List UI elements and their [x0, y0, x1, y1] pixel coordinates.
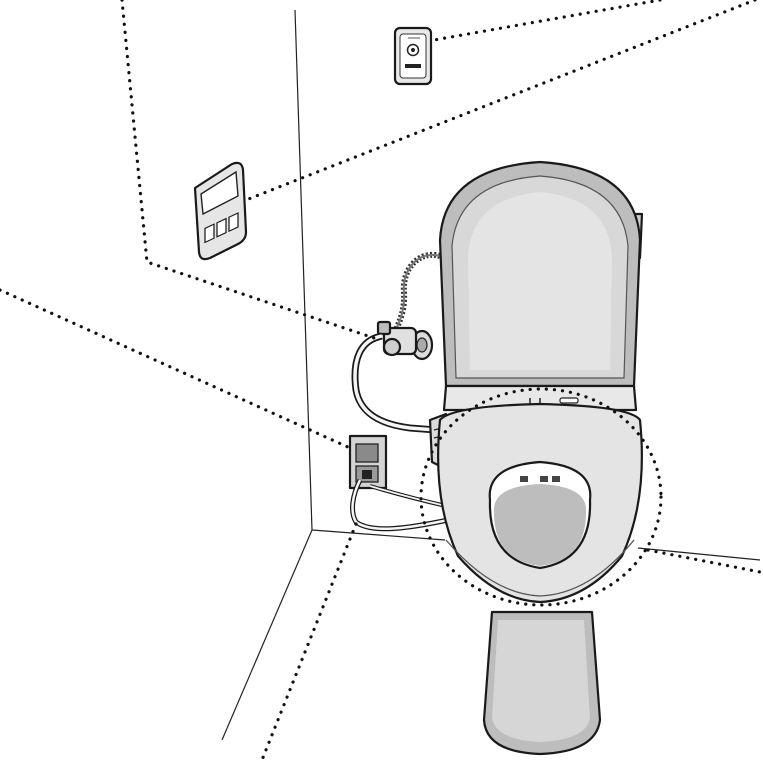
wall-corner-line	[294, 9, 313, 531]
plug-icon	[362, 470, 372, 479]
remote-control	[393, 26, 433, 86]
floor-wall-line	[311, 529, 446, 541]
indicator-icon	[559, 397, 579, 404]
floor-corner-line	[221, 529, 313, 741]
floor-wall-line-right	[637, 547, 761, 561]
callout-to-remote	[432, 0, 662, 42]
callout-to-outlet	[0, 288, 352, 450]
seat-highlight-circle	[419, 387, 663, 607]
room-outline	[221, 9, 761, 741]
panel-display	[200, 170, 239, 216]
wall-remote-panel	[193, 161, 248, 261]
water-supply-valve	[351, 251, 441, 434]
valve-knob-icon	[382, 337, 402, 357]
callout-to-valve	[120, 0, 382, 342]
callout-to-cord	[260, 522, 358, 762]
toilet-seat	[428, 160, 644, 756]
callout-to-seat	[646, 548, 762, 574]
electrical-outlet	[348, 434, 449, 532]
